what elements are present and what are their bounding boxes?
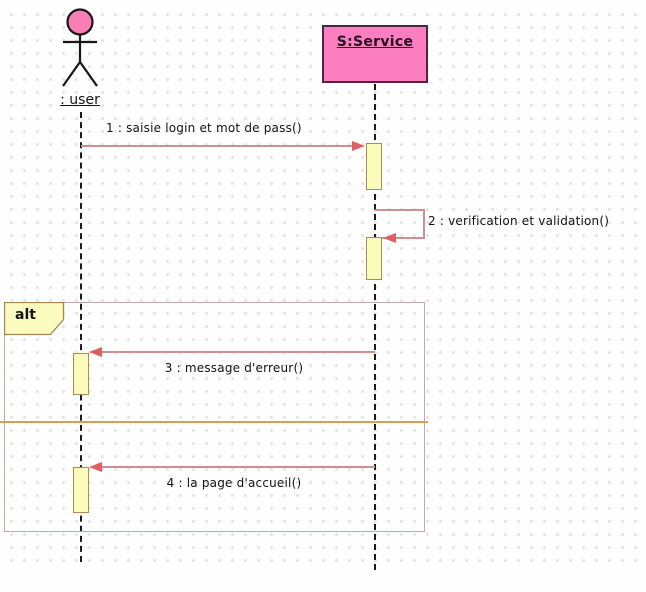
actor-head bbox=[66, 8, 94, 36]
user-activation-bar-2 bbox=[73, 467, 89, 513]
actor-right-leg bbox=[79, 61, 98, 87]
message-2-label: 2 : verification et validation() bbox=[428, 214, 610, 228]
message-1-arrowhead-icon bbox=[352, 141, 365, 151]
message-2-arrowhead-icon bbox=[383, 233, 396, 243]
message-4-label: 4 : la page d'accueil() bbox=[166, 476, 302, 490]
service-object-label: S:Service bbox=[336, 34, 414, 50]
user-actor-icon bbox=[62, 8, 98, 87]
alt-operator-label: alt bbox=[15, 307, 36, 323]
actor-left-leg bbox=[62, 61, 81, 87]
user-activation-bar-1 bbox=[73, 353, 89, 395]
service-activation-bar-2 bbox=[366, 237, 382, 280]
alt-fragment-frame bbox=[4, 302, 425, 532]
user-actor-label: : user bbox=[60, 92, 100, 108]
message-4-arrowhead-icon bbox=[89, 462, 102, 472]
service-activation-bar-1 bbox=[366, 143, 382, 190]
user-lifeline bbox=[80, 112, 82, 562]
message-3-line bbox=[102, 351, 375, 353]
alt-operator-pentagon bbox=[4, 302, 65, 336]
message-3-label: 3 : message d'erreur() bbox=[164, 361, 304, 375]
message-4-line bbox=[102, 466, 375, 468]
message-1-line bbox=[81, 145, 352, 147]
message-1-label: 1 : saisie login et mot de pass() bbox=[106, 121, 302, 135]
message-2-self-loop bbox=[375, 209, 425, 239]
service-lifeline bbox=[374, 84, 376, 570]
message-3-arrowhead-icon bbox=[89, 347, 102, 357]
alt-operand-divider bbox=[0, 421, 428, 423]
service-object-box: S:Service bbox=[322, 25, 428, 83]
